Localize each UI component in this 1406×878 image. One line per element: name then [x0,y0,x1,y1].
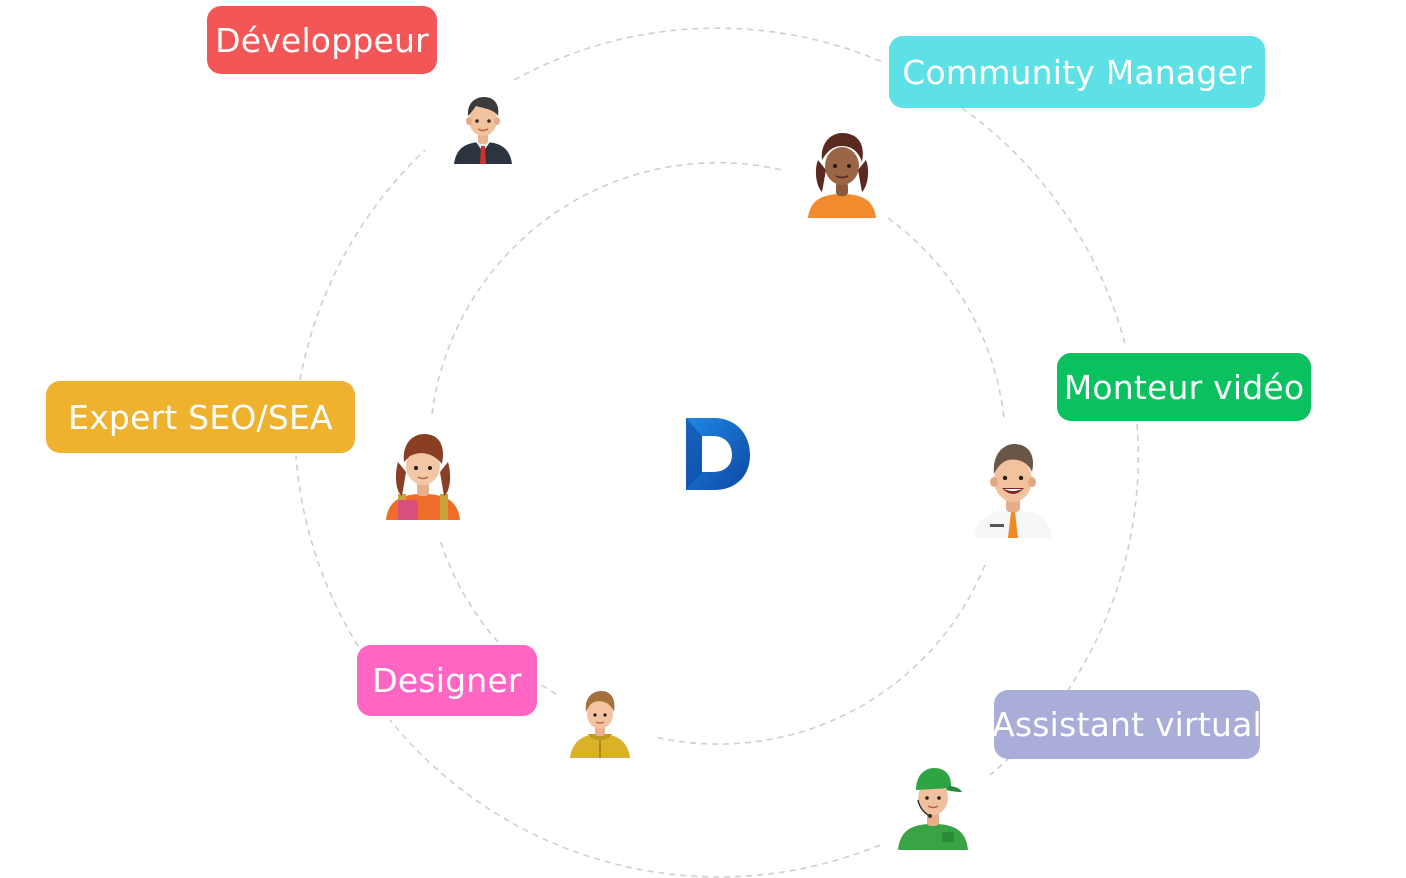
role-label-expert-seo-sea: Expert SEO/SEA [46,381,355,453]
role-label-developpeur: Développeur [207,6,437,74]
inner-ring-segment [439,539,499,643]
outer-ring-segment [1067,423,1140,691]
avatar-assistant-virtual [896,766,970,850]
avatar-designer [568,688,632,758]
inner-ring-segment [539,683,557,695]
outer-ring-segment [389,719,881,878]
avatar-expert-seo-sea [384,432,462,520]
outer-ring-segment [961,107,1127,349]
avatar-developpeur [452,92,514,164]
inner-ring-segment [654,564,986,745]
center-logo [684,418,752,492]
smiling-man-with-tie-avatar-icon [974,444,1052,538]
person-in-yellow-hoodie-avatar-icon [570,691,630,758]
man-in-suit-avatar-icon [454,97,512,164]
outer-ring-segment [513,27,886,81]
inner-ring-segment [887,217,1005,419]
outer-ring-segment [299,149,426,381]
avatar-community-manager [806,130,878,218]
outer-ring-segment [989,756,1011,776]
outer-ring-segment [295,455,359,647]
role-label-assistant-virtual: Assistant virtual [992,690,1262,759]
avatar-monteur-video [972,440,1054,538]
girl-with-backpack-avatar-icon [386,434,460,520]
role-label-monteur-video: Monteur vidéo [1057,353,1311,421]
inner-ring-segment [431,161,783,415]
man-with-green-cap-avatar-icon [898,768,968,850]
d-letter-logo-icon [686,418,750,490]
role-label-community-manager: Community Manager [889,36,1265,108]
woman-with-braids-avatar-icon [808,133,876,218]
role-label-designer: Designer [357,645,537,716]
